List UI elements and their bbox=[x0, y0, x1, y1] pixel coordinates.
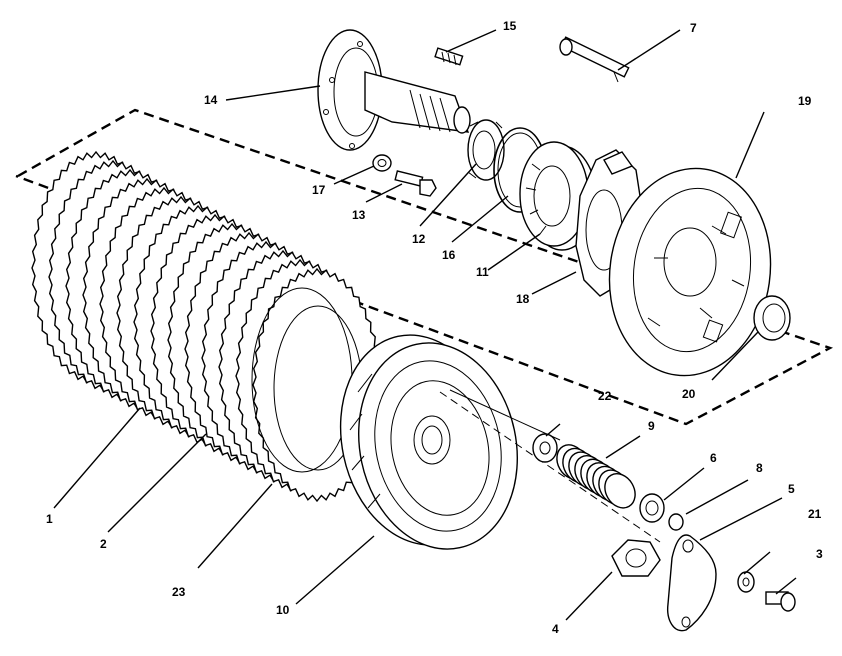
callout-number: 21 bbox=[808, 507, 822, 521]
callout-number: 9 bbox=[648, 419, 655, 433]
callout-leader-line bbox=[663, 467, 705, 501]
callout-leader-line bbox=[743, 551, 771, 575]
clutch-hub-part bbox=[339, 334, 519, 550]
callout-leader-line bbox=[699, 497, 783, 541]
callout-leader-line bbox=[531, 271, 577, 295]
callout-number: 18 bbox=[516, 292, 530, 306]
slotted-nut-part bbox=[467, 119, 505, 181]
washer-part bbox=[372, 154, 392, 172]
bolt-part bbox=[394, 170, 437, 197]
clutch-cover-part bbox=[608, 167, 772, 377]
callout-number: 8 bbox=[756, 461, 763, 475]
callout-number: 15 bbox=[503, 19, 517, 33]
callout-number: 19 bbox=[798, 94, 812, 108]
callout-leader-line bbox=[107, 433, 207, 533]
callout-leader-line bbox=[735, 111, 765, 179]
spring-coil bbox=[604, 473, 636, 509]
callout-number: 20 bbox=[682, 387, 696, 401]
callout-number: 12 bbox=[412, 232, 426, 246]
pin-part bbox=[559, 36, 630, 83]
seal-part bbox=[753, 295, 791, 341]
clutch-plate-stack bbox=[31, 150, 382, 503]
callout-leader-line bbox=[605, 435, 641, 459]
stud-part bbox=[434, 47, 464, 66]
callout-leader-line bbox=[333, 165, 375, 185]
callout-leader-line bbox=[711, 331, 759, 381]
callout-number: 11 bbox=[476, 265, 489, 279]
screw-part bbox=[765, 591, 796, 612]
callout-leader-line bbox=[451, 195, 509, 243]
callout-number: 7 bbox=[690, 21, 697, 35]
callout-number: 1 bbox=[46, 512, 53, 526]
lock-plate-part bbox=[667, 534, 717, 632]
center-axis-line bbox=[439, 389, 661, 543]
callout-leader-line bbox=[365, 183, 403, 203]
small-washer-part bbox=[737, 571, 755, 593]
lock-nut-part bbox=[611, 539, 661, 577]
callout-number: 17 bbox=[312, 183, 326, 197]
callout-leader-line bbox=[197, 483, 273, 569]
callout-number: 22 bbox=[598, 389, 612, 403]
callout-leader-line bbox=[419, 163, 477, 227]
thrust-washer-part bbox=[532, 433, 558, 463]
callout-leader-line bbox=[617, 29, 681, 71]
callout-leader-line bbox=[565, 571, 613, 621]
callout-number: 13 bbox=[352, 208, 366, 222]
callout-leader-line bbox=[775, 577, 797, 595]
spring-part bbox=[556, 444, 636, 509]
callout-number: 14 bbox=[204, 93, 218, 107]
input-shaft-part bbox=[317, 29, 471, 151]
callout-number: 4 bbox=[552, 622, 559, 636]
callout-number: 10 bbox=[276, 603, 290, 617]
spring-washer-part bbox=[639, 493, 665, 523]
small-nut-part bbox=[668, 513, 684, 531]
callout-leader-line bbox=[487, 233, 541, 271]
callout-leader-line bbox=[53, 407, 141, 509]
callout-leader-line bbox=[445, 29, 497, 53]
callout-number: 6 bbox=[710, 451, 717, 465]
callout-number: 23 bbox=[172, 585, 186, 599]
callout-leader-line bbox=[545, 423, 561, 437]
callout-number: 2 bbox=[100, 537, 107, 551]
callout-leader-line bbox=[685, 479, 749, 515]
callout-number: 16 bbox=[442, 248, 456, 262]
callout-number: 3 bbox=[816, 547, 823, 561]
callout-leader-line bbox=[295, 535, 375, 605]
callout-leader-line bbox=[225, 85, 321, 101]
assembly-boundary bbox=[15, 108, 834, 426]
callout-number: 5 bbox=[788, 482, 795, 496]
